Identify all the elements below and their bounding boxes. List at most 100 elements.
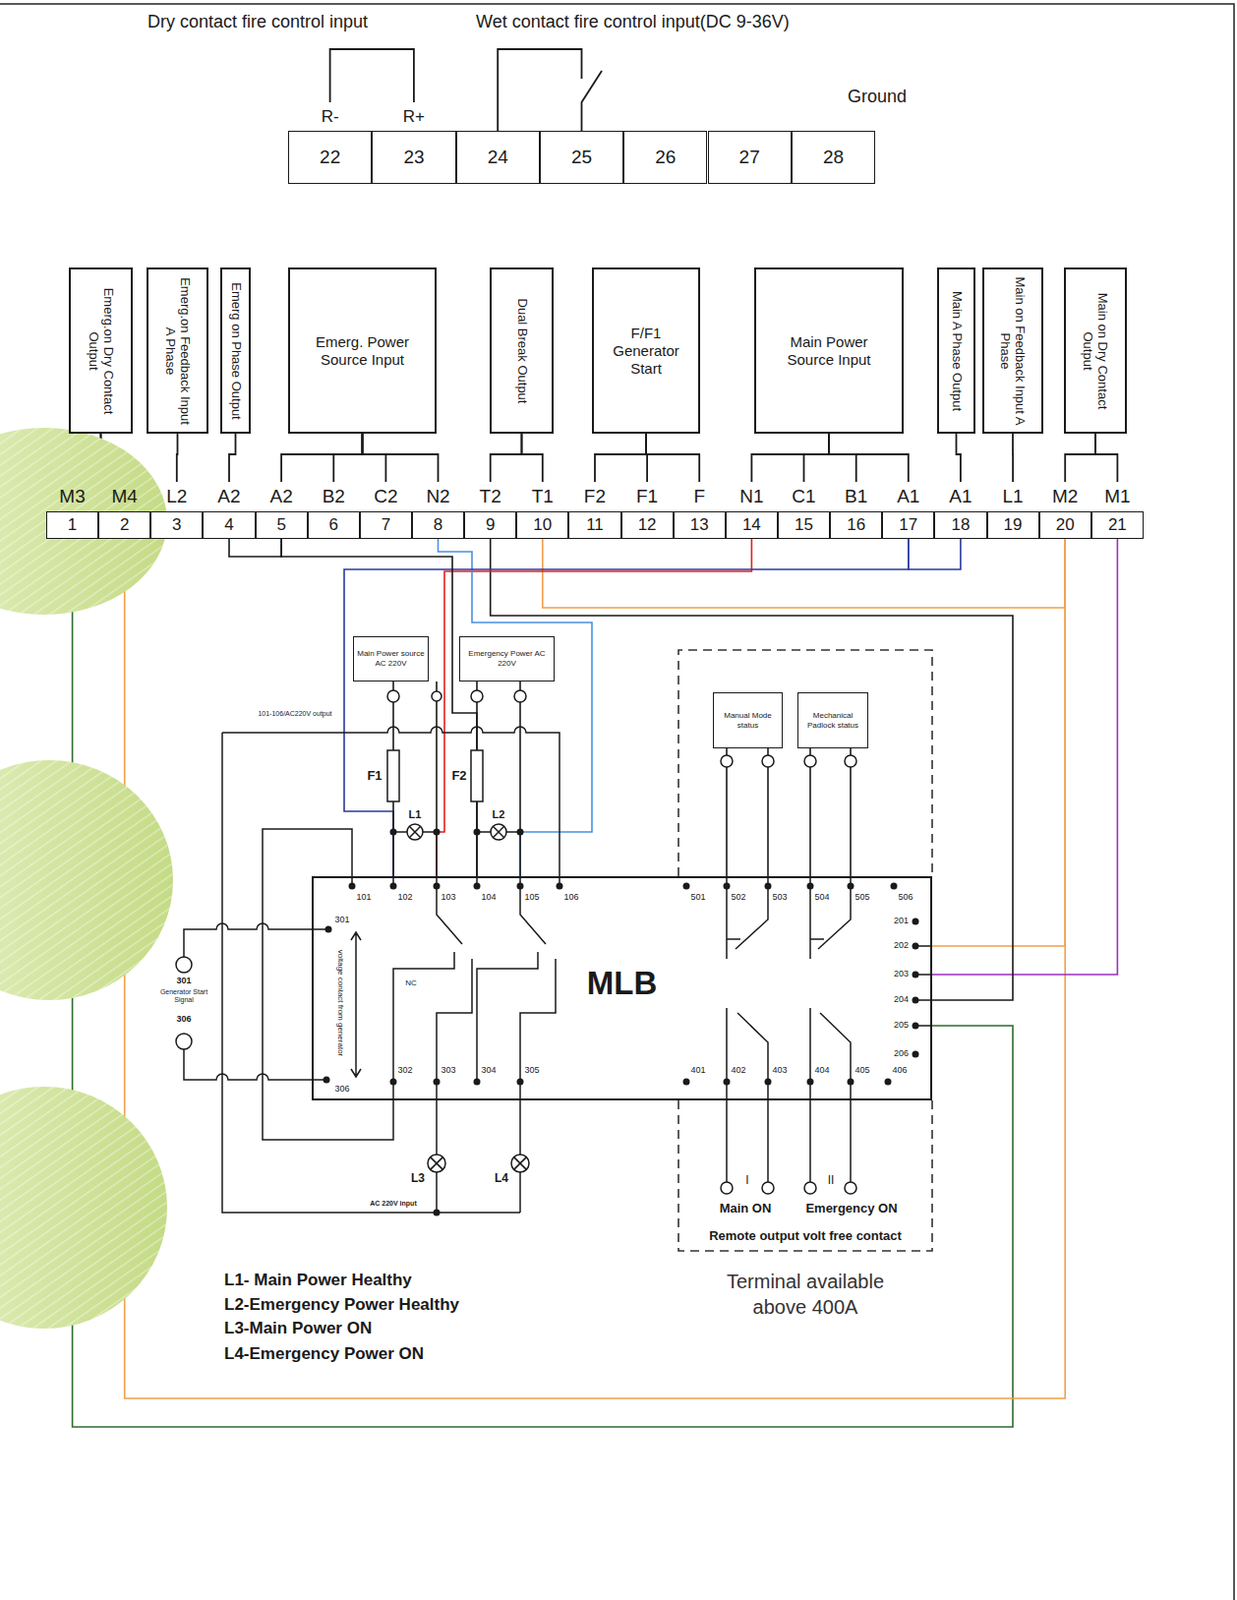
label-box: Emerg.on Dry Contact Output	[68, 267, 133, 434]
pin-number: 201	[893, 915, 909, 926]
node-text: N1	[739, 485, 764, 507]
pin-dot	[390, 828, 398, 836]
pin-number: 301	[176, 975, 191, 986]
node-text: R+	[403, 107, 425, 126]
node-text: C2	[373, 485, 398, 507]
node-text: 24	[487, 146, 509, 168]
terminal-circle	[720, 1181, 733, 1194]
wire-note: 101-106/AC220V output	[257, 709, 332, 718]
node-text: 19	[1003, 515, 1023, 534]
heading-text: Dry contact fire control input	[147, 11, 368, 33]
contact-note: voltage contact from generator	[335, 949, 345, 1058]
pin-dot	[473, 1078, 481, 1086]
terminal-cell: 12	[621, 511, 674, 539]
terminal-block: M31	[46, 481, 99, 539]
terminal-circle	[514, 690, 527, 703]
component-label: L1	[409, 808, 422, 822]
terminal-block: N114	[725, 481, 778, 539]
terminal-cell: 3	[150, 511, 203, 539]
bracket-wire	[1095, 433, 1118, 482]
bracket-wire	[594, 433, 647, 482]
pin-number: 105	[524, 891, 539, 902]
terminal-name: M1	[1091, 481, 1144, 512]
terminal-block: C115	[777, 481, 830, 539]
terminal-cell: 21	[1091, 511, 1144, 539]
terminal-block: R+ 23	[371, 102, 456, 184]
node-text: T2	[479, 485, 502, 507]
heading-text: Wet contact fire control input(DC 9-36V)	[475, 11, 790, 33]
lamp-wire	[436, 1081, 521, 1213]
node-text: F2	[584, 485, 606, 507]
bracket-wire	[1064, 433, 1096, 482]
terminal-name: A1	[882, 481, 935, 512]
wire	[124, 538, 1065, 1399]
wire	[72, 538, 1013, 1427]
node-text: 4	[224, 515, 234, 534]
pin-number: 104	[480, 891, 496, 902]
component-label: L2	[492, 808, 506, 822]
pin-number: 206	[893, 1048, 909, 1059]
decor-blob	[0, 427, 168, 615]
label-box: Emerg. Power Source Input	[288, 267, 437, 434]
pin-dot	[807, 883, 815, 890]
source-box: Mechanical Padlock status	[797, 692, 869, 749]
terminal-circle	[762, 755, 774, 767]
node-text: Main on Feedback Input A Phase	[998, 273, 1028, 428]
pin-number: 301	[334, 914, 350, 925]
pin-number: 306	[334, 1083, 350, 1094]
pin-number: 204	[893, 994, 909, 1004]
node-text: 25	[571, 146, 592, 168]
terminal-circle	[844, 1181, 857, 1194]
bracket-wire	[281, 433, 362, 482]
wire	[932, 538, 1118, 975]
bracket-wire	[229, 433, 236, 482]
signal-name: Generator Start Signal	[155, 988, 213, 1004]
bracket-wire	[497, 49, 602, 131]
output-label: Main ON	[719, 1201, 772, 1217]
decor-blobs	[0, 427, 174, 1329]
terminal-cell: 23	[371, 130, 456, 184]
decor-blob	[0, 1086, 168, 1329]
node-text: Main A Phase Output	[948, 273, 964, 428]
terminal-block: A117	[882, 481, 935, 539]
node-text: Main Power Source Input	[769, 333, 888, 369]
label-box: Emerg.on Feedback Input A Phase	[146, 267, 209, 434]
node-text: 3	[172, 515, 181, 534]
pin-dot	[847, 1078, 855, 1086]
pin-number: 406	[891, 1064, 907, 1075]
terminal-cell: 28	[791, 130, 876, 184]
node-text: 18	[950, 515, 970, 534]
node-text: Terminal available above 400A	[707, 1268, 903, 1320]
pin-number: 503	[771, 891, 787, 902]
terminal-name: R+	[371, 102, 456, 131]
pin-dot	[912, 918, 920, 926]
component-label: F1	[366, 768, 382, 784]
terminal-name: C1	[777, 481, 830, 512]
node-text: Emergency Power AC 220V	[462, 648, 552, 669]
terminal-cell: 16	[829, 511, 883, 539]
pin-dot	[847, 883, 855, 890]
wire	[908, 538, 961, 570]
component-label: L4	[494, 1172, 509, 1186]
terminal-cell: 8	[412, 511, 465, 539]
terminal-name: F2	[568, 481, 621, 512]
node-text: 14	[742, 515, 762, 534]
node-text: 23	[403, 146, 424, 168]
signal-wire	[183, 1049, 327, 1080]
text-wrap: Manual Mode status	[715, 710, 780, 731]
terminal-name: M3	[46, 481, 99, 512]
terminal-name: F	[673, 481, 726, 512]
bracket-wire	[522, 433, 543, 482]
pin-number: 102	[397, 891, 413, 902]
terminal-circle	[804, 1181, 817, 1194]
text-wrap: Mechanical Padlock status	[800, 710, 866, 731]
pin-dot	[884, 1078, 892, 1086]
pin-number: 101	[355, 891, 371, 902]
dashed-outline	[678, 649, 933, 1251]
node-text: Emerg on Phase Output	[228, 273, 243, 428]
pin-dot	[390, 883, 398, 890]
node-text: 6	[329, 515, 339, 534]
node-text: A1	[948, 485, 972, 507]
remote-wire	[726, 1081, 851, 1182]
pin-dot	[912, 1022, 920, 1030]
